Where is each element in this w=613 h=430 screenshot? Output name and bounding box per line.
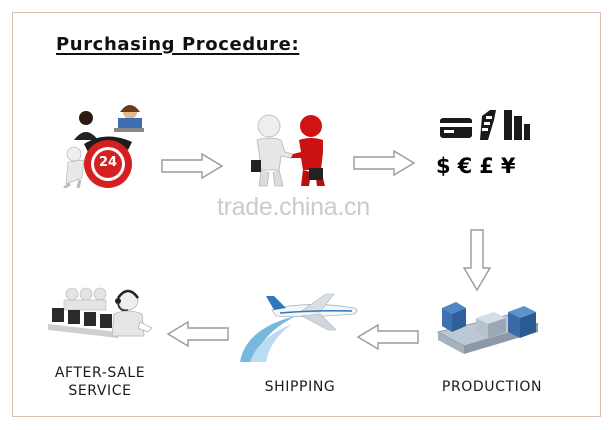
call-center-icon	[48, 287, 153, 338]
step-after-sale	[44, 284, 156, 346]
step-service-24: 24	[58, 100, 144, 190]
step-production	[436, 292, 540, 358]
diagram-frame	[12, 12, 601, 417]
arrow-handshake-to-payment	[352, 149, 416, 182]
step-label-after-sale: AFTER-SALE SERVICE	[54, 365, 146, 399]
payment-icon	[440, 110, 530, 140]
arrow-production-to-shipping	[356, 323, 420, 356]
page-title: Purchasing Procedure:	[56, 34, 300, 55]
arrow-shipping-to-after-sale	[166, 320, 230, 353]
customer-service-24h-icon	[63, 105, 144, 190]
badge-24-label: 24	[99, 155, 118, 170]
step-label-production: PRODUCTION	[441, 379, 543, 395]
watermark-text: trade.china.cn	[217, 193, 370, 221]
arrow-payment-to-production	[462, 228, 492, 297]
step-handshake	[249, 112, 331, 188]
factory-machine-icon	[436, 302, 540, 354]
step-shipping	[236, 290, 362, 364]
airplane-icon	[240, 293, 358, 362]
currency-symbols: $€£¥	[436, 154, 523, 178]
step-payment	[438, 106, 532, 142]
handshake-icon	[251, 114, 325, 187]
arrow-service-to-handshake	[160, 152, 224, 185]
step-label-shipping: SHIPPING	[264, 379, 336, 395]
